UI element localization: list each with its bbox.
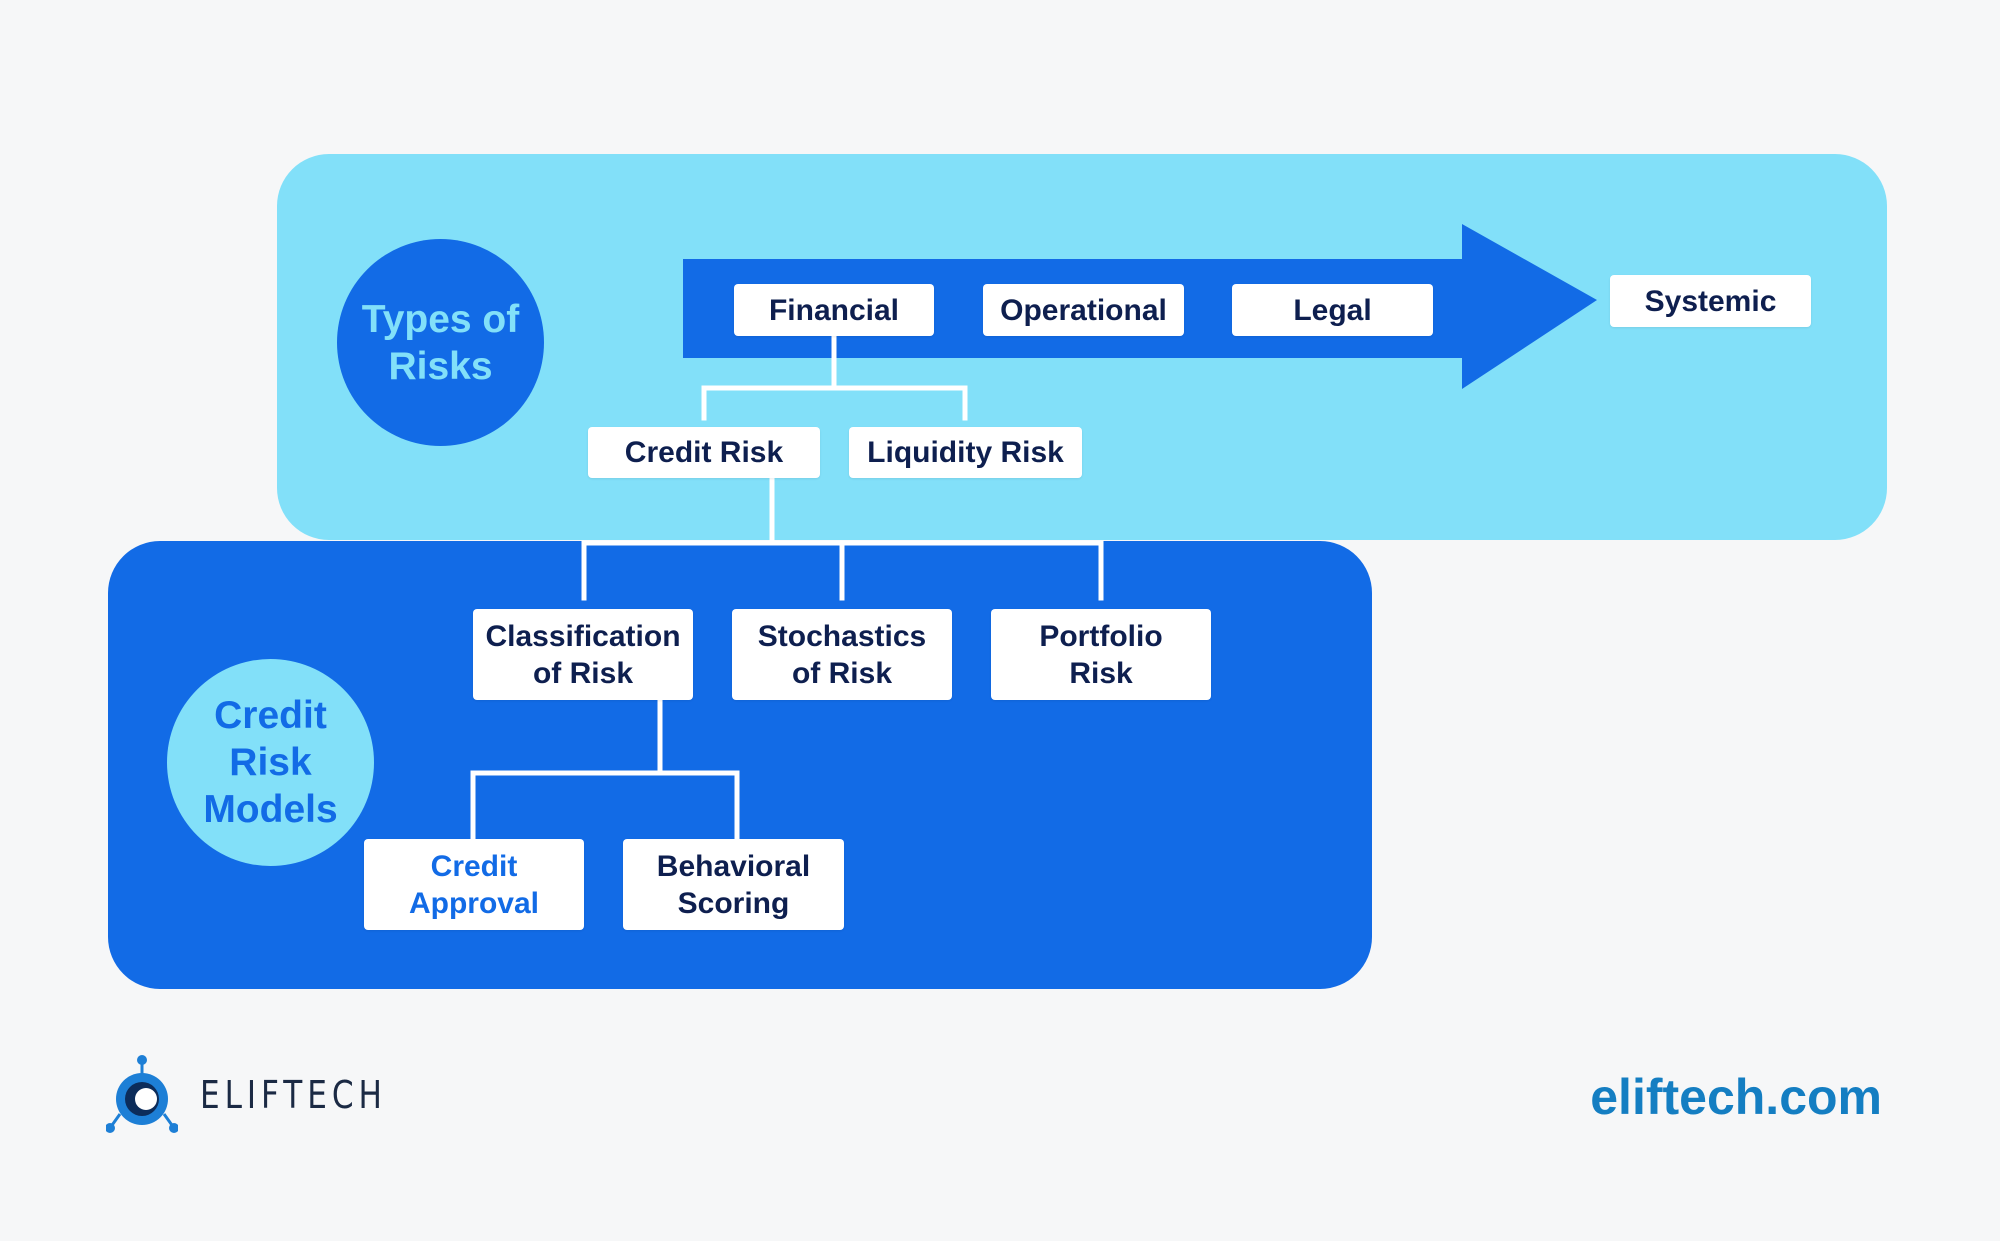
box-behavioral-scoring: Behavioral Scoring (623, 839, 844, 930)
types-of-risks-title: Types of Risks (361, 297, 520, 388)
box-portfolio-risk: Portfolio Risk (991, 609, 1211, 700)
box-classification-of-risk: Classification of Risk (473, 609, 693, 700)
website-link[interactable]: eliftech.com (1590, 1069, 1882, 1125)
connector-classification-children (470, 697, 740, 840)
box-legal: Legal (1232, 284, 1433, 336)
box-credit-risk: Credit Risk (588, 427, 820, 478)
box-systemic: Systemic (1610, 275, 1811, 327)
box-stochastics-of-risk: Stochastics of Risk (732, 609, 952, 700)
connector-credit-risk-models (581, 475, 1104, 601)
eliftech-logo-text: ELIFTECH (200, 1073, 387, 1117)
eliftech-logo[interactable]: ELIFTECH (106, 1054, 428, 1136)
eliftech-logo-icon (106, 1055, 178, 1133)
connector-financial-children (701, 333, 968, 421)
types-of-risks-circle: Types of Risks (337, 239, 544, 446)
box-credit-approval: Credit Approval (364, 839, 584, 930)
box-financial: Financial (734, 284, 934, 336)
box-liquidity-risk: Liquidity Risk (849, 427, 1082, 478)
box-operational: Operational (983, 284, 1184, 336)
credit-risk-models-circle: Credit Risk Models (167, 659, 374, 866)
credit-risk-models-title: Credit Risk Models (203, 694, 338, 831)
